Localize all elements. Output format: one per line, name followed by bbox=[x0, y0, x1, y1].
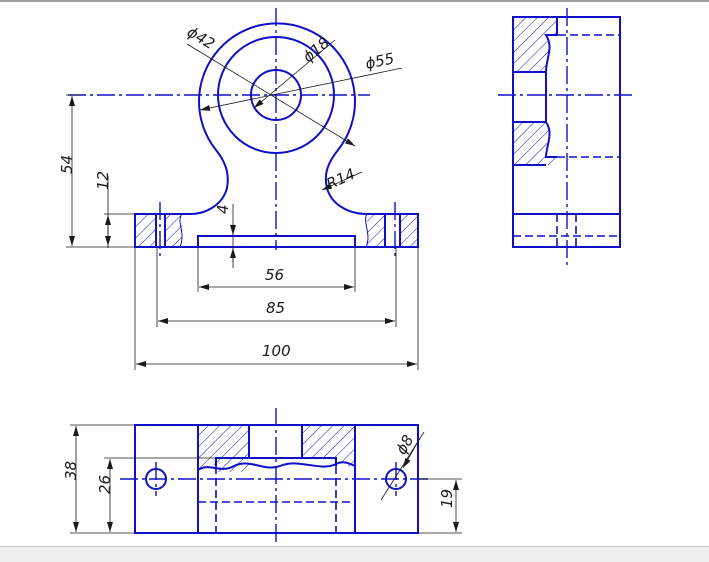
window-top-border bbox=[0, 0, 709, 2]
dim-dia55-line bbox=[199, 67, 403, 111]
front-hatch-right-2 bbox=[400, 214, 418, 247]
dim-r14-line bbox=[321, 171, 363, 191]
front-body-outline bbox=[134, 22, 419, 248]
front-view-dimensions: ϕ42 ϕ18 ϕ55 R14 54 12 4 56 85 bbox=[58, 23, 419, 370]
dim-4-text: 4 bbox=[214, 204, 232, 214]
dim-38-text: 38 bbox=[62, 461, 80, 480]
front-hatch-right-1 bbox=[367, 214, 385, 247]
window-bottom-bar bbox=[0, 546, 709, 562]
top-break-line bbox=[197, 461, 356, 471]
front-break-right bbox=[365, 213, 369, 248]
top-hatch-right bbox=[302, 425, 355, 470]
dim-dia8-text: ϕ8 bbox=[392, 432, 417, 458]
dim-54-text: 54 bbox=[58, 155, 76, 174]
front-bottom-slot bbox=[197, 235, 356, 247]
front-hatch-left-1 bbox=[136, 214, 156, 247]
side-hatch-top bbox=[513, 17, 557, 72]
side-hatch-bottom bbox=[513, 122, 557, 165]
side-section-boundary bbox=[544, 17, 558, 158]
dim-dia8-arrow bbox=[402, 437, 421, 469]
top-inner-step bbox=[215, 457, 337, 466]
dim-12-text: 12 bbox=[94, 171, 112, 190]
side-view bbox=[498, 8, 633, 265]
top-hatch-left bbox=[198, 425, 249, 472]
dim-dia18-text: ϕ18 bbox=[299, 34, 333, 66]
dim-56-text: 56 bbox=[265, 266, 284, 284]
dim-r14-text: R14 bbox=[324, 165, 358, 193]
dim-19-text: 19 bbox=[438, 489, 456, 508]
dim-dia18-line bbox=[253, 39, 336, 109]
front-break-left bbox=[179, 213, 183, 248]
front-hatch-left-2 bbox=[165, 214, 182, 247]
dim-100-text: 100 bbox=[262, 342, 291, 360]
top-view bbox=[120, 408, 432, 545]
front-view bbox=[68, 8, 419, 256]
dim-85-text: 85 bbox=[266, 299, 285, 317]
dim-dia55-text: ϕ55 bbox=[364, 49, 396, 73]
dim-26-text: 26 bbox=[96, 475, 114, 494]
dim-dia42-text: ϕ42 bbox=[184, 23, 218, 53]
top-view-dimensions: 38 26 ϕ8 19 bbox=[62, 424, 462, 534]
